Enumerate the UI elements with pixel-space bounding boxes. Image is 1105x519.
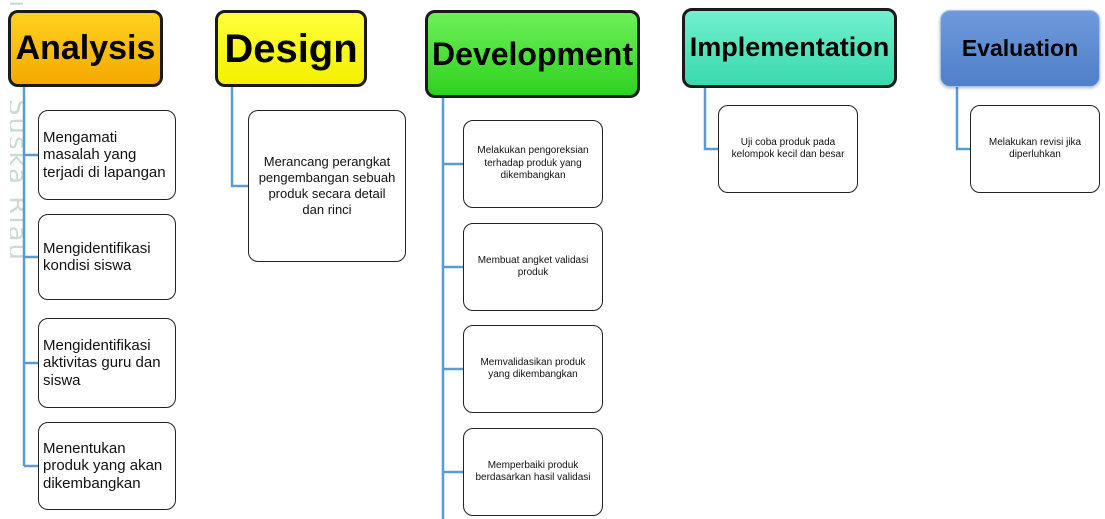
analysis-step-1: Mengamati masalah yang terjadi di lapang… — [38, 110, 176, 200]
phase-analysis-header: Analysis — [8, 10, 163, 87]
implementation-connector-line — [703, 88, 718, 151]
phase-development-header: Development — [425, 10, 640, 98]
development-step-1: Melakukan pengoreksian terhadap produk y… — [463, 120, 603, 208]
design-step-1: Merancang perangkat pengembangan sebuah … — [248, 110, 406, 262]
design-connector-line — [230, 87, 248, 188]
implementation-step-1: Uji coba produk pada kelompok kecil dan … — [718, 105, 858, 193]
analysis-step-4: Menentukan produk yang akan dikembangkan — [38, 422, 176, 510]
development-step-2: Membuat angket validasi produk — [463, 223, 603, 311]
development-step-3: Memvalidasikan produk yang dikembangkan — [463, 325, 603, 413]
analysis-step-2: Mengidentifikasi kondisi siswa — [38, 214, 176, 300]
evaluation-connector-line — [955, 87, 970, 151]
phase-implementation-header: Implementation — [682, 8, 897, 88]
development-step-4: Memperbaiki produk berdasarkan hasil val… — [463, 428, 603, 516]
analysis-step-3: Mengidentifikasi aktivitas guru dan sisw… — [38, 318, 176, 408]
evaluation-step-1: Melakukan revisi jika diperluhkan — [970, 105, 1100, 193]
phase-evaluation-header: Evaluation — [940, 10, 1100, 87]
phase-design-header: Design — [215, 10, 367, 87]
